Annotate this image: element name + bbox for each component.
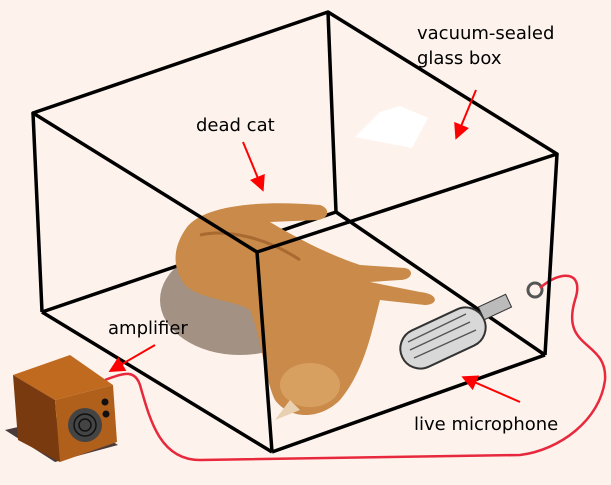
label-box-line1: vacuum-sealed [417,23,555,44]
label-box-line2: glass box [417,48,502,69]
amplifier [5,355,118,462]
glass-box-front-edges [31,10,559,454]
label-amplifier: amplifier [108,318,188,339]
cable [104,274,607,462]
live-microphone [399,281,544,370]
label-microphone: live microphone [414,414,559,435]
dead-cat [175,203,435,420]
label-dead-cat: dead cat [196,115,275,136]
pointer-arrows [108,89,521,403]
glass-reflection [355,106,428,148]
